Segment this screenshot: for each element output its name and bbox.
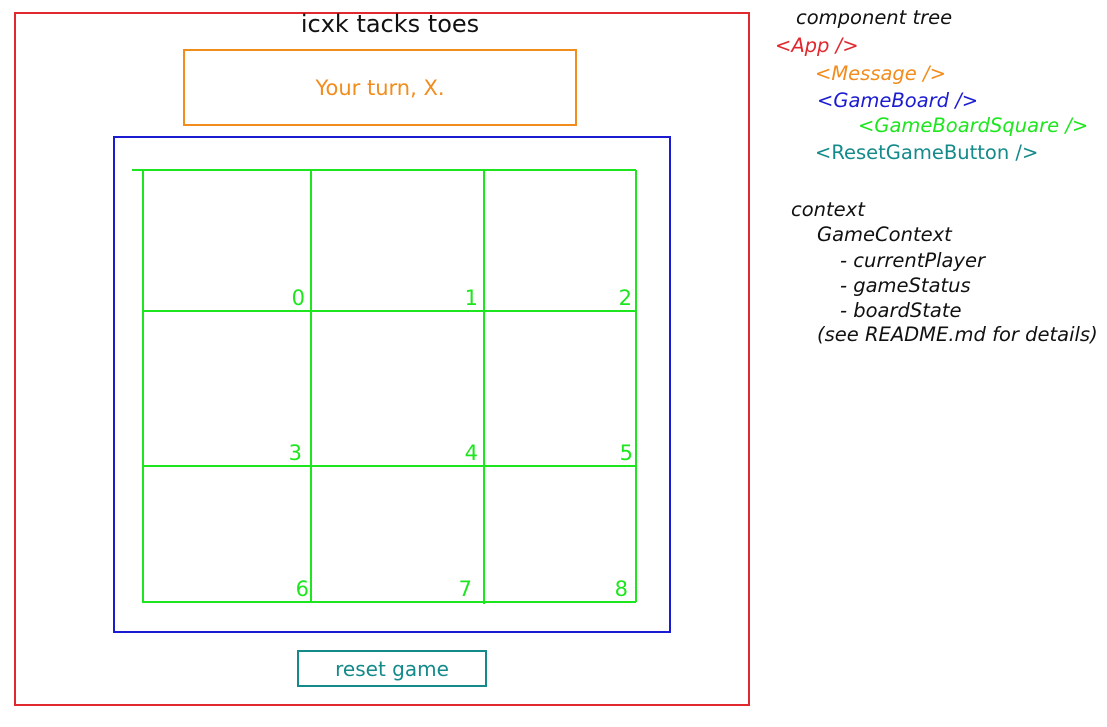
turn-message: Your turn, X. [315, 75, 445, 100]
context-current-player: - currentPlayer [840, 249, 986, 272]
square-number-0: 0 [291, 286, 305, 310]
legend-message-tag: <Message /> [815, 62, 946, 85]
app-title: icxk tacks toes [300, 10, 480, 38]
legend-app-tag: <App /> [775, 34, 859, 57]
legend-gameboardsquare-tag: <GameBoardSquare /> [858, 114, 1089, 137]
app-frame [14, 12, 750, 706]
context-heading: context [791, 198, 865, 221]
square-number-6: 6 [295, 577, 309, 601]
square-number-3: 3 [288, 441, 302, 465]
component-tree-heading: component tree [796, 6, 953, 29]
square-number-7: 7 [458, 577, 472, 601]
context-game-status: - gameStatus [840, 274, 971, 297]
square-number-5: 5 [619, 441, 633, 465]
gamecontext-label: GameContext [817, 223, 952, 246]
legend-gameboard-tag: <GameBoard /> [817, 89, 979, 112]
square-number-2: 2 [618, 286, 632, 310]
legend-resetbutton-tag: <ResetGameButton /> [815, 141, 1039, 164]
reset-game-button[interactable]: reset game [297, 650, 487, 687]
readme-note: (see README.md for details) [817, 323, 1098, 346]
square-number-1: 1 [464, 286, 478, 310]
game-board [113, 136, 671, 633]
square-number-4: 4 [464, 441, 478, 465]
square-number-8: 8 [614, 577, 628, 601]
message-box: Your turn, X. [183, 49, 577, 126]
context-board-state: - boardState [840, 299, 962, 322]
